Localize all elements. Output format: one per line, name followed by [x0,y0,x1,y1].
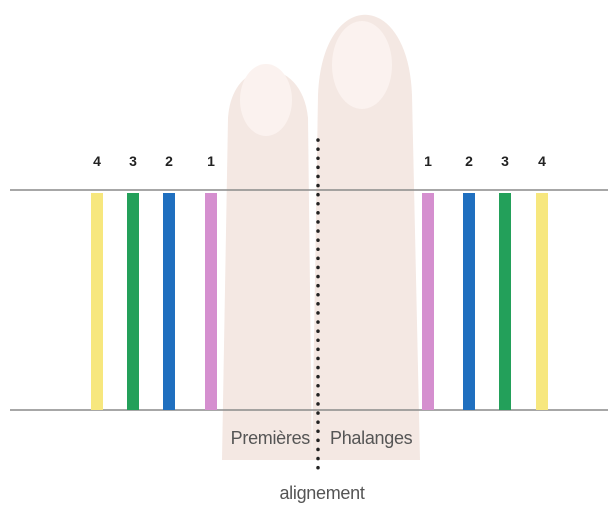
left-bar-1-label: 1 [207,153,215,169]
left-bars [91,193,217,410]
left-bar-3 [127,193,139,410]
caption-phalanges: Phalanges [330,428,412,449]
right-bar-3 [499,193,511,410]
left-bar-2-label: 2 [165,153,173,169]
right-bar-1-label: 1 [424,153,432,169]
right-bar-2-label: 2 [465,153,473,169]
fingernail-left [240,64,292,136]
left-bar-4-label: 4 [93,153,101,169]
fingers [222,15,420,460]
right-bar-1 [422,193,434,410]
left-bar-2 [163,193,175,410]
right-bar-4-label: 4 [538,153,546,169]
fingernail-right [332,21,392,109]
right-bar-3-label: 3 [501,153,509,169]
left-bar-3-label: 3 [129,153,137,169]
left-bar-4 [91,193,103,410]
right-bars [422,193,548,410]
left-bar-1 [205,193,217,410]
caption-alignement: alignement [279,483,364,504]
right-bar-4 [536,193,548,410]
caption-premieres: Premières [231,428,310,449]
right-bar-2 [463,193,475,410]
